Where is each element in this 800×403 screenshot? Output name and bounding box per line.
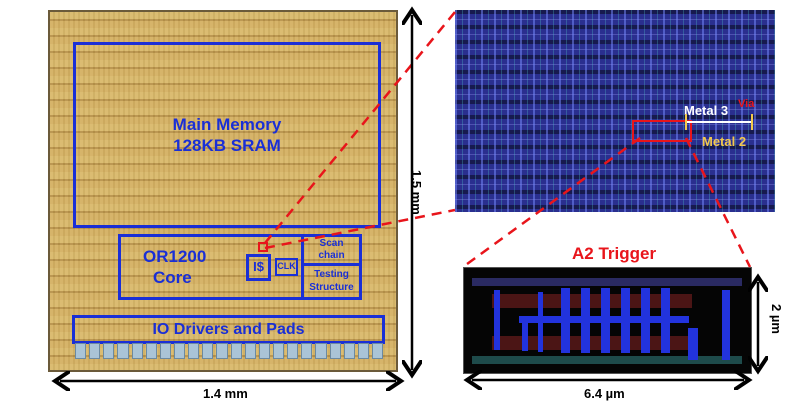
trigger-width-label: 6.4 µm: [584, 386, 625, 401]
die-height-label: 1.5 mm: [409, 170, 424, 215]
icache-block: I$: [246, 254, 271, 281]
trigger-height-label: 2 µm: [769, 304, 784, 334]
zoomed-layout-image: [455, 10, 775, 212]
clk-block: CLK: [275, 258, 298, 276]
dimension-arrows: [60, 15, 758, 381]
io-pads-row: [75, 343, 384, 359]
metal2-label: Metal 2: [702, 134, 747, 149]
main-memory-label: Main Memory: [172, 114, 282, 134]
trigger-zoom-box: [632, 120, 692, 142]
metal3-label: Metal 3: [684, 103, 729, 118]
main-memory-block: Main Memory 128KB SRAM: [73, 42, 381, 228]
die-width-label: 1.4 mm: [203, 386, 248, 401]
zoom-lines: [264, 11, 752, 269]
trigger-title: A2 Trigger: [572, 244, 657, 263]
core-word-label: Core: [153, 268, 192, 287]
io-block: IO Drivers and Pads: [72, 315, 385, 344]
trigger-layout: [463, 267, 752, 374]
sram-label: 128KB SRAM: [173, 136, 281, 155]
core-name-label: OR1200: [143, 246, 207, 266]
trigger-layout-drawing: [472, 278, 742, 364]
chip-die-photo: [48, 10, 398, 372]
via-label: Via: [738, 98, 755, 110]
testing-structure-block: Testing Structure: [301, 263, 362, 300]
